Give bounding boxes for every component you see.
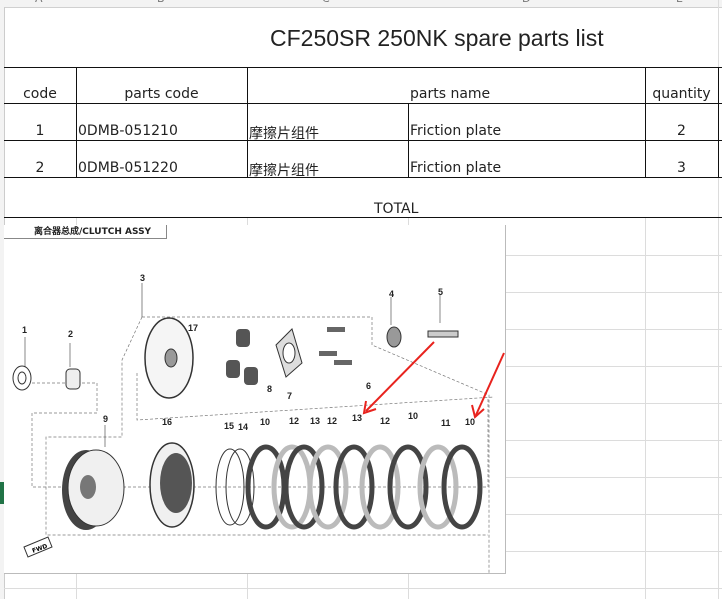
label-10c: 10 [408,411,418,421]
row1-name-en[interactable]: Friction plate [410,123,502,139]
column-header-d[interactable]: D [522,0,530,5]
label-15: 15 [224,421,234,431]
clutch-assembly-diagram[interactable]: 离合器总成/CLUTCH ASSY [4,225,506,580]
diagram-title: 离合器总成/CLUTCH ASSY [4,225,167,239]
label-14: 14 [238,422,248,432]
label-16: 16 [162,417,172,427]
column-header-a[interactable]: A [35,0,43,5]
row2-code[interactable]: 2 [35,160,45,176]
column-header-c[interactable]: C [322,0,330,5]
row2-name-cn[interactable]: 摩擦片组件 [249,163,319,179]
part-5-pushrod [427,330,459,338]
friction-plate-10b [387,444,429,530]
label-1: 1 [22,325,27,335]
row1-name-cn[interactable]: 摩擦片组件 [249,126,319,142]
label-10: 10 [260,417,270,427]
friction-plate-13 [283,444,325,530]
sheet-title: CF250SR 250NK spare parts list [270,25,604,51]
header-parts-code[interactable]: parts code [124,86,199,102]
label-9: 9 [103,414,108,424]
total-label: TOTAL [374,201,419,217]
row2-quantity[interactable]: 3 [677,160,686,176]
part-14-ring [225,448,255,526]
label-4: 4 [389,289,394,299]
exploded-view: 1 2 3 4 5 6 7 8 9 10 10 10 11 12 12 12 1… [12,273,505,580]
label-11: 11 [441,418,451,428]
fwd-label: FWD [31,543,48,555]
column-header-e[interactable]: E [676,0,683,5]
label-2: 2 [68,329,73,339]
label-3: 3 [140,273,145,283]
label-12: 12 [289,416,299,426]
header-code[interactable]: code [23,86,57,102]
column-headers: A B C D E [0,0,722,7]
column-header-bar [0,0,722,8]
part-2-bushing [65,368,81,390]
row2-name-en[interactable]: Friction plate [410,160,502,176]
label-17: 17 [188,323,198,333]
friction-plate-13b [333,444,375,530]
steel-plate-11 [417,444,459,530]
row1-code[interactable]: 1 [35,123,45,139]
label-7: 7 [287,391,292,401]
header-parts-name[interactable]: parts name [410,86,491,102]
steel-plate-12b [307,444,349,530]
label-6: 6 [366,381,371,391]
label-8: 8 [267,384,272,394]
label-12b: 12 [327,416,337,426]
part-8-spring [236,329,250,347]
label-13: 13 [310,416,320,426]
red-arrows [362,341,505,419]
fwd-arrow-icon: FWD [23,536,53,558]
row2-parts-code[interactable]: 0DMB-051220 [78,160,178,176]
steel-plate-12c [359,444,401,530]
active-row-indicator [0,482,4,504]
label-13b: 13 [352,413,362,423]
part-15-ring [215,448,245,526]
part-4-bearing [386,326,402,348]
column-header-b[interactable]: B [157,0,165,5]
row1-quantity[interactable]: 2 [677,123,686,139]
label-5: 5 [438,287,443,297]
label-10b: 10 [465,417,475,427]
part-9-clutch-housing [62,449,125,530]
header-quantity[interactable]: quantity [652,86,711,102]
friction-plate-10c [441,444,483,530]
row1-parts-code[interactable]: 0DMB-051210 [78,123,178,139]
part-1-washer [12,365,32,391]
label-12c: 12 [380,416,390,426]
